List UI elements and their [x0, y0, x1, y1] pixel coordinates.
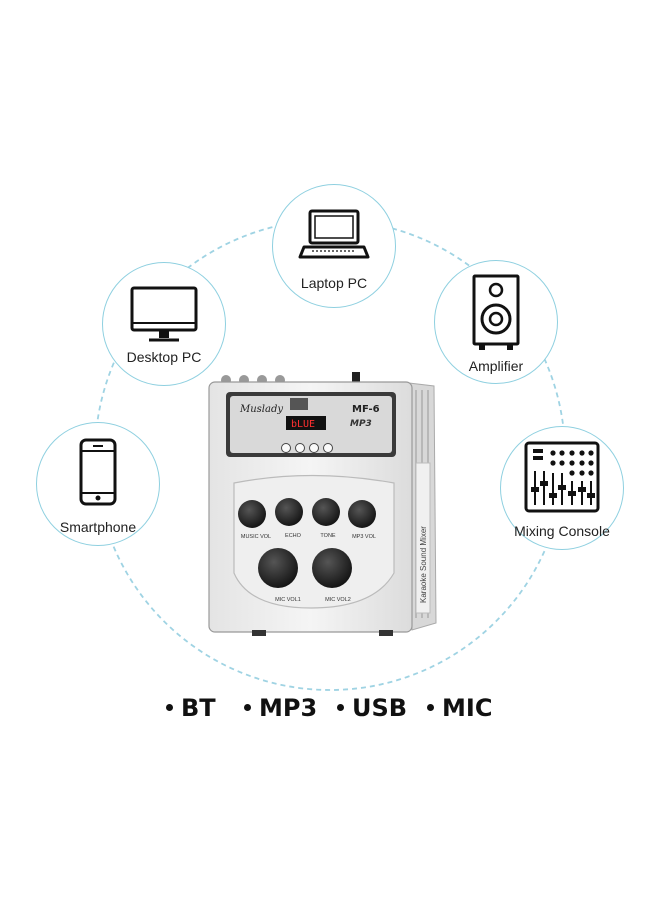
- feature-mic-text: MIC: [442, 694, 493, 722]
- mixer-node: Mixing Console: [500, 426, 624, 550]
- speaker-icon: [472, 274, 520, 350]
- feature-mic: MIC: [427, 694, 492, 722]
- mp3-badge: MP3: [350, 419, 372, 429]
- side-label: Karaoke Sound Mixer: [419, 526, 428, 603]
- brand-text: Muslady: [239, 404, 283, 415]
- feature-usb-text: USB: [352, 694, 408, 722]
- feature-mp3: MP3: [244, 694, 317, 722]
- mic-label-1: MIC VOL1: [275, 597, 301, 603]
- amplifier-node: Amplifier: [434, 260, 558, 384]
- amplifier-label: Amplifier: [468, 358, 524, 374]
- knob-label-mp3-vol: MP3 VOL: [352, 534, 376, 540]
- bullet-icon: [427, 703, 434, 711]
- smartphone-node: Smartphone: [36, 422, 160, 546]
- mixing-console-icon: [524, 441, 600, 513]
- bullet-icon: [244, 703, 251, 711]
- feature-usb: USB: [337, 694, 407, 722]
- laptop-node: Laptop PC: [272, 184, 396, 308]
- led-display: bLUE: [291, 419, 315, 430]
- bullet-icon: [166, 703, 173, 711]
- feature-mp3-text: MP3: [259, 694, 318, 722]
- feature-list: BT MP3 USB MIC: [0, 694, 660, 734]
- knob-label-echo: ECHO: [285, 533, 302, 539]
- bullet-icon: [337, 703, 344, 711]
- smartphone-label: Smartphone: [59, 519, 137, 535]
- feature-bt-text: BT: [181, 694, 216, 722]
- desktop-node: Desktop PC: [102, 262, 226, 386]
- laptop-icon: [298, 209, 370, 259]
- monitor-icon: [130, 286, 198, 342]
- mixer-label: Mixing Console: [514, 523, 610, 539]
- smartphone-icon: [79, 438, 117, 506]
- laptop-label: Laptop PC: [300, 275, 368, 291]
- mixer-unit-photo: Karaoke Sound Mixer Muslady MF-6 bLUE MP…: [208, 372, 437, 636]
- feature-bt: BT: [166, 694, 216, 722]
- model-text: MF-6: [352, 404, 380, 415]
- desktop-label: Desktop PC: [126, 349, 202, 365]
- knob-label-tone: TONE: [320, 533, 336, 539]
- mic-label-2: MIC VOL2: [325, 597, 351, 603]
- knob-label-music-vol: MUSIC VOL: [241, 534, 271, 540]
